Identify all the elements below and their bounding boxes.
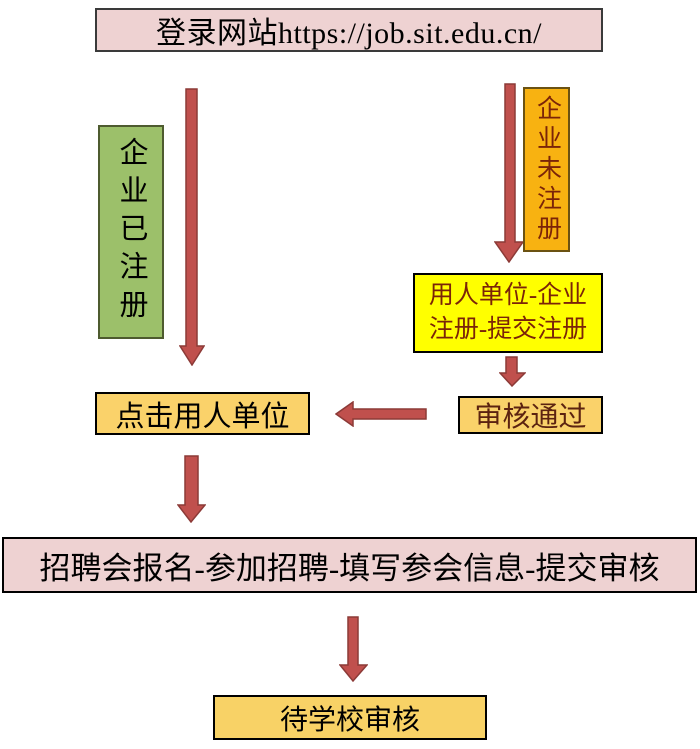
register-steps-line1: 用人单位-企业 — [428, 282, 588, 309]
click-employer-box: 点击用人单位 — [95, 392, 310, 435]
enterprise-unregistered-label: 企业未注册 — [533, 94, 561, 245]
register-steps-line2: 注册-提交注册 — [428, 316, 588, 343]
review-approved-label: 审核通过 — [474, 402, 587, 433]
register-steps-box: 用人单位-企业 注册-提交注册 — [413, 273, 603, 353]
arrow-down-registered-icon — [179, 88, 205, 366]
wait-school-review-label: 待学校审核 — [279, 704, 420, 736]
click-employer-label: 点击用人单位 — [115, 400, 290, 433]
signup-steps-box: 招聘会报名-参加招聘-填写参会信息-提交审核 — [2, 537, 697, 593]
signup-steps-label: 招聘会报名-参加招聘-填写参会信息-提交审核 — [39, 550, 660, 586]
arrow-down-register-to-approved-icon — [499, 356, 526, 387]
enterprise-unregistered-box: 企业未注册 — [523, 87, 570, 252]
login-url-label: 登录网站https://job.sit.edu.cn/ — [156, 17, 542, 50]
enterprise-registered-box: 企业已注册 — [98, 125, 164, 339]
arrow-down-unregistered-icon — [494, 83, 524, 263]
arrow-down-click-to-signup-icon — [177, 455, 206, 523]
enterprise-registered-label: 企业已注册 — [115, 137, 147, 327]
arrow-down-signup-to-wait-icon — [339, 616, 368, 682]
login-url-box: 登录网站https://job.sit.edu.cn/ — [95, 8, 603, 52]
wait-school-review-box: 待学校审核 — [213, 695, 487, 740]
review-approved-box: 审核通过 — [458, 396, 603, 434]
arrow-left-approved-to-click-icon — [335, 401, 427, 427]
